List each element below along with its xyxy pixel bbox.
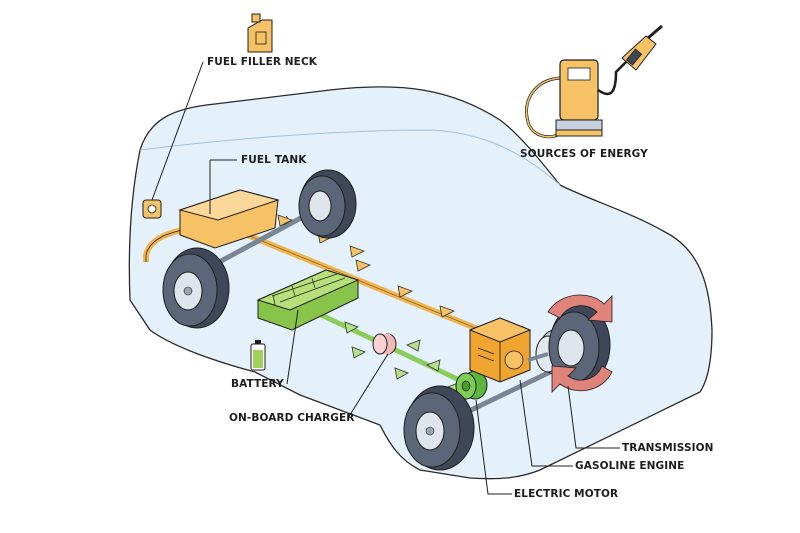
front-left-wheel <box>403 385 475 471</box>
car-window-edge <box>139 129 561 186</box>
gasoline-engine <box>468 317 532 383</box>
leader-lines <box>151 61 620 495</box>
gas-pump-icon <box>525 24 663 139</box>
on-board-charger <box>372 333 397 355</box>
battery-icon <box>250 340 266 371</box>
label-fuel-filler-neck: FUEL FILLER NECK <box>207 56 317 68</box>
label-fuel-tank: FUEL TANK <box>241 154 307 166</box>
rotation-arrows <box>547 294 613 393</box>
jerry-can-icon <box>247 13 273 53</box>
label-battery: BATTERY <box>231 378 284 390</box>
label-electric-motor: ELECTRIC MOTOR <box>514 488 619 500</box>
label-gasoline-engine: GASOLINE ENGINE <box>575 460 685 472</box>
front-right-wheel <box>548 304 611 386</box>
label-transmission: TRANSMISSION <box>622 442 714 454</box>
label-on-board-charger: ON-BOARD CHARGER <box>229 412 355 424</box>
label-sources-of-energy: SOURCES OF ENERGY <box>520 148 648 160</box>
rear-left-wheel <box>162 247 230 329</box>
electric-motor <box>455 370 488 400</box>
rear-right-wheel <box>298 169 357 239</box>
battery-pack <box>256 269 360 331</box>
fuel-tank <box>178 189 280 249</box>
